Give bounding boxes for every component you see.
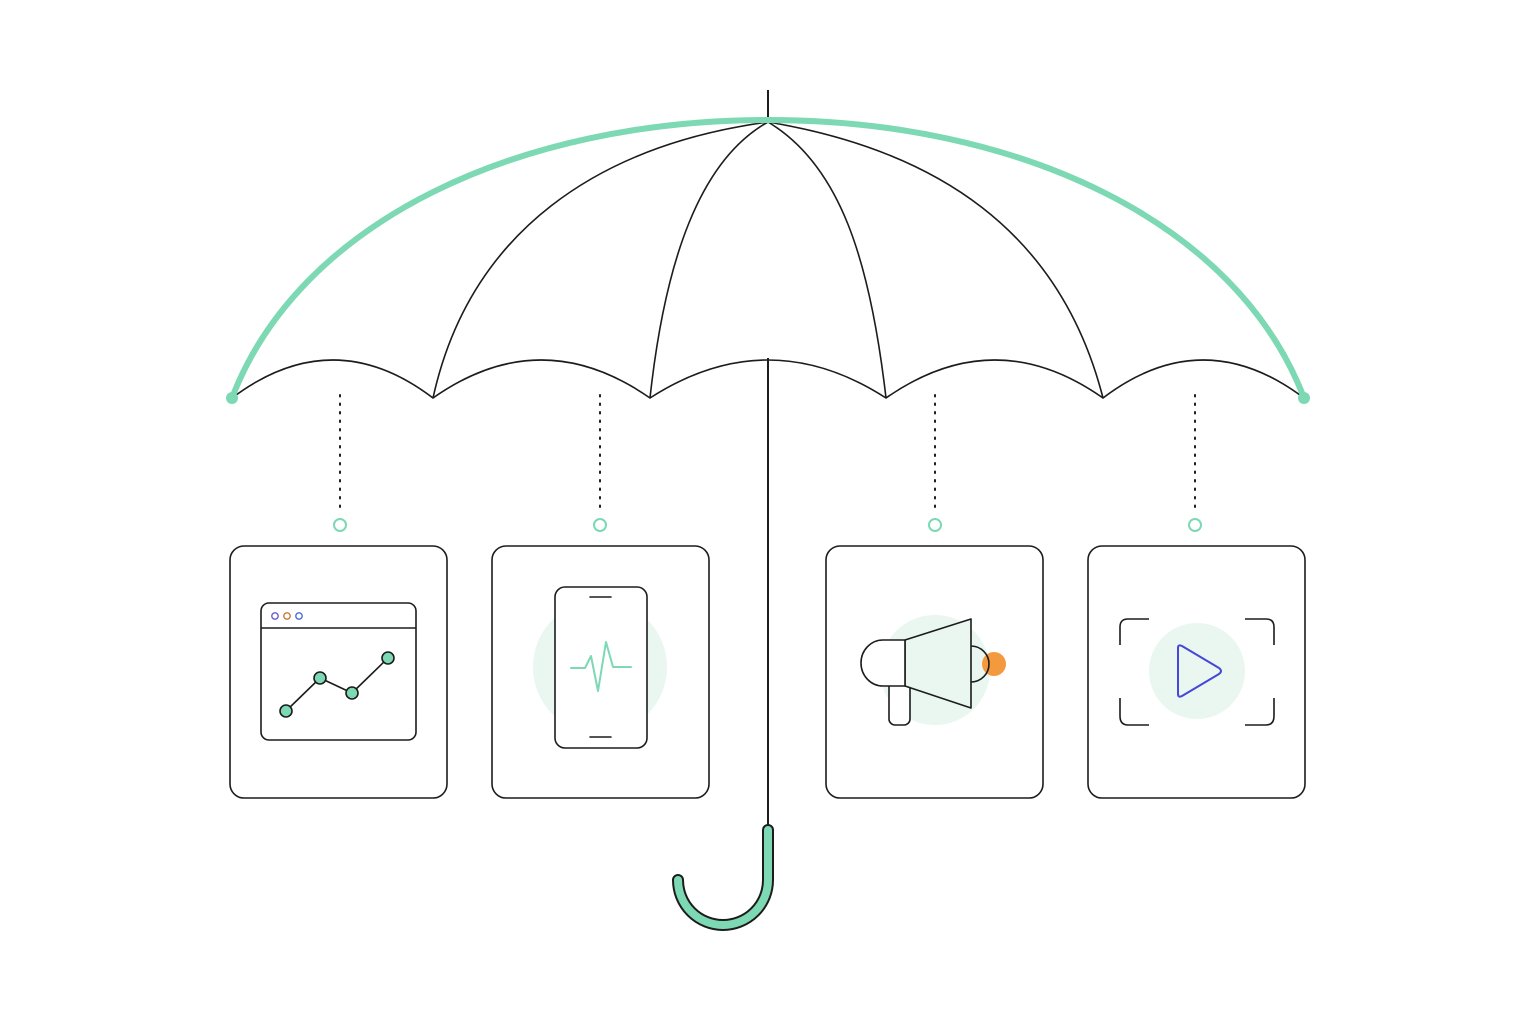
phone-heartbeat-icon <box>533 586 667 749</box>
connector-ring <box>593 518 607 532</box>
card-marketing <box>825 545 1044 799</box>
umbrella-arc-end-right <box>1298 392 1310 404</box>
frame-corner-top-left <box>1119 618 1149 645</box>
chart-point <box>313 671 327 685</box>
frame-corner-top-right <box>1245 618 1275 645</box>
umbrella-rib-left-outer <box>432 121 769 399</box>
connector-analytics <box>333 394 347 532</box>
chart-line <box>285 657 389 712</box>
chart-point <box>279 704 293 718</box>
connector-ring <box>928 518 942 532</box>
umbrella-rib-right-inner <box>767 121 887 399</box>
connector-video <box>1188 394 1202 532</box>
connector-marketing <box>928 394 942 532</box>
connector-ring <box>333 518 347 532</box>
megaphone-back <box>860 639 906 687</box>
chart-point <box>381 651 395 665</box>
megaphone-sound-dot <box>982 652 1006 676</box>
chart-point <box>345 686 359 700</box>
umbrella-outer-arc <box>229 116 1307 401</box>
icon-backdrop <box>1149 623 1245 719</box>
frame-corner-bottom-right <box>1245 698 1275 726</box>
play-triangle-icon <box>1177 644 1222 698</box>
megaphone-rim <box>970 645 990 683</box>
window-dot <box>295 612 303 620</box>
card-analytics <box>229 545 448 799</box>
window-dot <box>283 612 291 620</box>
umbrella-rib-left-inner <box>649 121 769 399</box>
umbrella-handle-fill <box>674 826 772 929</box>
browser-window <box>260 602 417 741</box>
frame-corner-bottom-left <box>1119 698 1149 726</box>
card-video <box>1087 545 1306 799</box>
window-dot <box>271 612 279 620</box>
connectors <box>333 394 1202 532</box>
browser-line-chart-icon <box>260 602 417 741</box>
umbrella-arc-end-left <box>226 392 238 404</box>
umbrella-handle-icon <box>672 358 774 931</box>
heartbeat-line <box>570 641 632 692</box>
card-mobile <box>491 545 710 799</box>
umbrella-canopy-icon <box>226 90 1310 404</box>
video-play-frame-icon <box>1119 618 1275 726</box>
connector-ring <box>1188 518 1202 532</box>
umbrella-rib-right-outer <box>767 121 1104 399</box>
megaphone-icon <box>860 615 1006 726</box>
connector-mobile <box>593 394 607 532</box>
